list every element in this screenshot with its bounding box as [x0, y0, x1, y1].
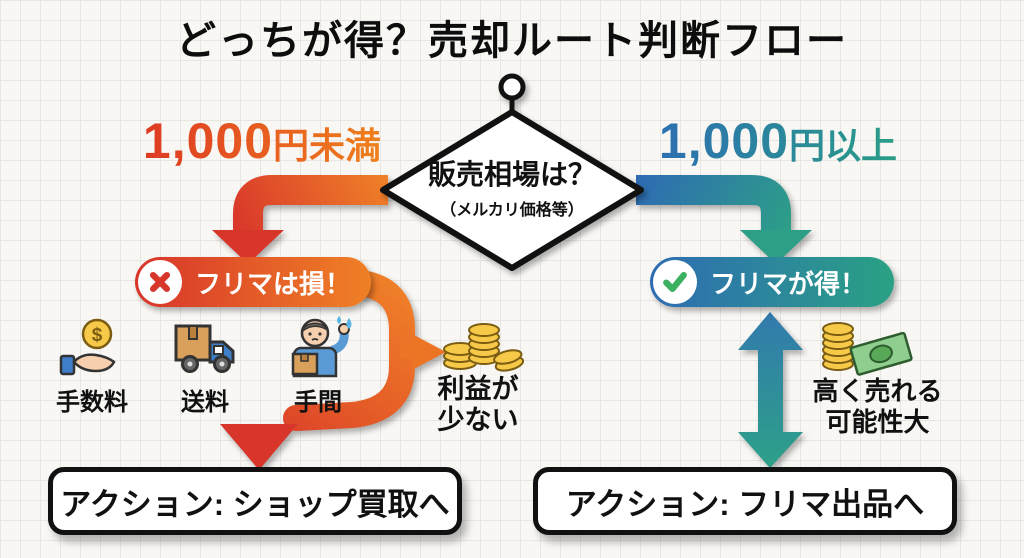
outcome-arrowhead-icon — [412, 334, 446, 370]
left-branch-arrow — [212, 175, 388, 264]
benefit-line1: 高く売れる — [812, 376, 943, 406]
left-verdict-text: フリマは損！ — [195, 268, 352, 299]
decision-note: （メルカリ価格等） — [440, 201, 584, 219]
coin-stack-icon — [443, 323, 524, 372]
hand-coin-icon: $ — [59, 316, 125, 378]
cash-coins-icon — [822, 322, 913, 376]
page-title: どっちが得？売却ルート判断フロー — [176, 19, 848, 63]
right-verdict-text: フリマが得！ — [710, 268, 867, 299]
start-connector-icon — [498, 73, 526, 101]
cost-label: 送料 — [181, 389, 229, 416]
right-condition-unit: 円以上 — [789, 125, 898, 166]
decision-question: 販売相場は？ — [427, 159, 596, 190]
delivery-truck-icon — [168, 316, 242, 378]
cost-item-effort: 手間 — [266, 316, 370, 417]
cost-items: $ 手数料 送料 — [40, 316, 370, 417]
right-double-arrow — [738, 312, 803, 468]
right-branch-arrow — [636, 175, 812, 264]
left-verdict-pill: フリマは損！ — [135, 257, 371, 307]
decision-text: 販売相場は？ （メルカリ価格等） — [397, 158, 627, 220]
left-condition-label: 1,000円未満 — [122, 116, 402, 166]
benefit-text: 高く売れる 可能性大 — [800, 376, 955, 438]
cost-label: 手間 — [294, 389, 342, 416]
decision-node — [380, 73, 644, 271]
decision-diamond — [380, 109, 644, 271]
cost-label: 手数料 — [56, 389, 128, 416]
left-condition-unit: 円未満 — [273, 125, 382, 166]
cross-icon — [138, 260, 182, 304]
action-box-flea-listing: アクション: フリマ出品へ — [533, 467, 957, 535]
check-icon — [653, 260, 697, 304]
right-condition-label: 1,000円以上 — [638, 116, 918, 166]
outcome-line2: 少ない — [437, 405, 519, 436]
outcome-text: 利益が 少ない — [413, 374, 543, 436]
action-box-shop-buyback: アクション: ショップ買取へ — [48, 467, 462, 535]
svg-text:$: $ — [92, 325, 103, 346]
cost-item-fees: $ 手数料 — [40, 316, 144, 417]
right-verdict-pill: フリマが得！ — [650, 257, 894, 307]
right-condition-amount: 1,000 — [658, 113, 790, 169]
left-condition-amount: 1,000 — [142, 113, 274, 169]
action-left-text: アクション: ショップ買取へ — [60, 486, 450, 522]
action-right-text: アクション: フリマ出品へ — [565, 486, 925, 522]
outcome-line1: 利益が — [437, 374, 519, 404]
to-shop-arrowhead-icon — [220, 424, 298, 470]
person-effort-icon — [281, 316, 355, 378]
left-loop-arrow — [220, 269, 446, 470]
benefit-line2: 可能性大 — [825, 407, 930, 438]
cost-item-shipping: 送料 — [153, 316, 257, 417]
